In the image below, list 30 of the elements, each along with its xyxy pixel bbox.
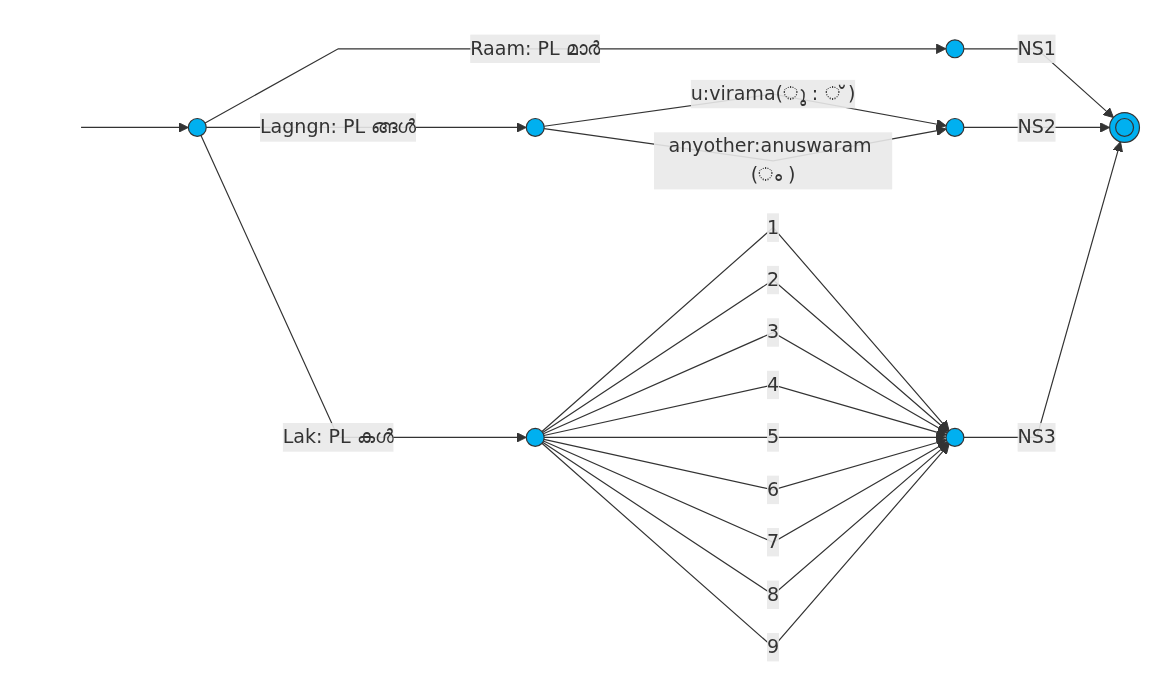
edge-label: 7 [767,530,780,554]
edge-label: 2 [767,268,780,291]
node-ring [1109,111,1141,143]
node-circle [525,117,545,137]
edge-label: 3 [767,320,780,344]
edge-label: 6 [767,477,780,501]
arrow [963,141,1123,438]
edge-label: u:virama(ു : ് ) [690,82,856,105]
edge-label: NS3 [1017,425,1057,449]
edge-label: Raam: PL മാർ [470,36,601,60]
node-circle [945,117,965,137]
edge-label: 9 [767,635,780,658]
arrow [542,440,948,543]
edge-label: 5 [767,425,780,449]
edge-label: Lak: PL കൾ [282,425,394,449]
node-circle [945,39,965,59]
edge-label: anyother:anuswaram (ം ) [668,134,872,186]
node-circle [525,427,545,447]
edge-label: NS2 [1017,115,1057,139]
arrow [543,437,947,491]
edge-label: 1 [767,215,780,239]
arrow [204,43,947,124]
edge-label: 4 [767,373,780,396]
edge-label: NS1 [1017,36,1057,60]
arrow [80,122,189,133]
edge-label: Lagngn: PL ങ്ങൾ [259,115,417,139]
node-circle [187,117,207,137]
node-circle [945,427,965,447]
edge-label: 8 [767,582,780,606]
arrow [543,384,947,438]
